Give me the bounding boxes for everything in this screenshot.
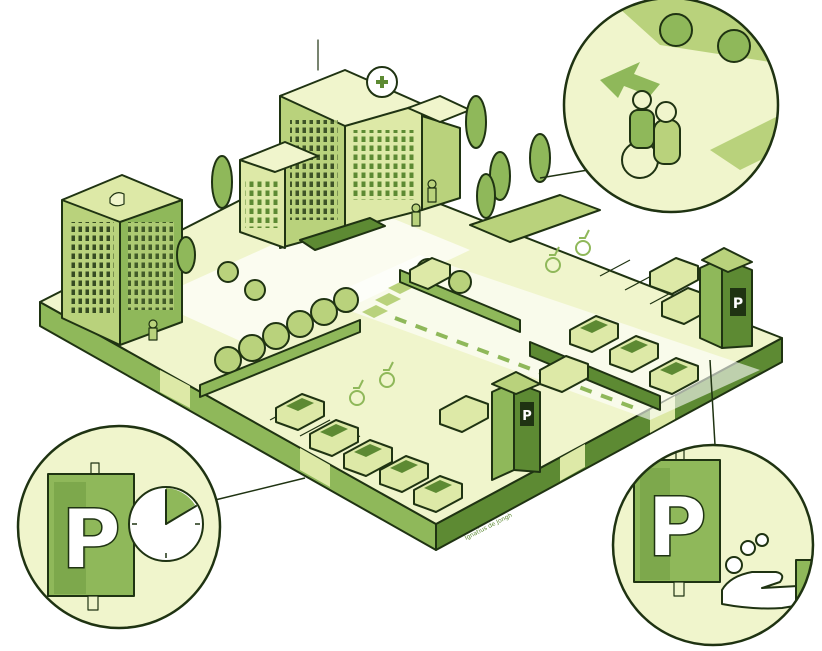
paid-parking-callout: P: [613, 445, 822, 645]
office-tower: [62, 175, 182, 345]
clock-icon: [129, 487, 203, 561]
disabled-drop-off-callout: [560, 0, 822, 230]
parking-pay-tower-center: P: [492, 372, 540, 480]
parking-letter: P: [61, 493, 121, 588]
time-limited-parking-callout: P: [18, 426, 220, 628]
parking-letter: P: [647, 481, 707, 576]
parking-pay-tower-right: P: [700, 248, 752, 348]
parking-letter: P: [733, 296, 743, 312]
parking-letter: P: [522, 409, 532, 424]
